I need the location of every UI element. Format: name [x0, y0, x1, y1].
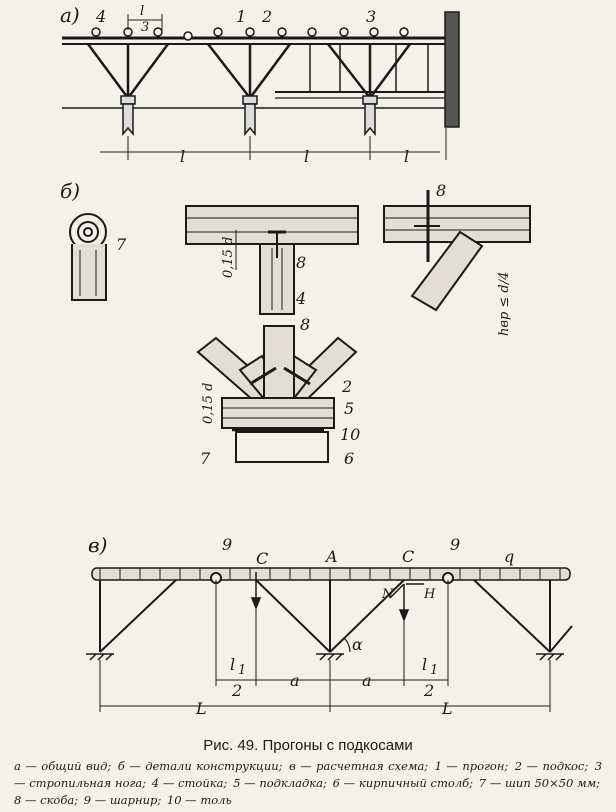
point-c-right: C: [402, 547, 414, 566]
part-label-8b: 8: [436, 181, 446, 200]
dim-l1-left-den: 2: [231, 681, 242, 700]
part-label-10: 10: [340, 425, 360, 444]
dim-015d-b: 0,15 d: [201, 383, 216, 424]
part-label-1: 1: [236, 7, 246, 26]
part-label-6: 6: [344, 449, 354, 468]
part-label-7b: 7: [200, 449, 211, 468]
dim-L-right: L: [441, 699, 453, 718]
dim-l1-right-sub: 1: [430, 663, 438, 678]
dim-span-l-1: l: [180, 147, 185, 166]
part-label-5: 5: [344, 399, 354, 418]
caption-title: Рис. 49. Прогоны с подкосами: [203, 737, 413, 754]
part-label-9b: 9: [450, 535, 460, 554]
dim-l1-right-num: l: [422, 655, 427, 674]
panel-label-v: в): [88, 533, 107, 557]
dim-l1-left-sub: 1: [238, 663, 246, 678]
legend-item: 10 — толь: [166, 793, 232, 807]
dim-l-over-3-top: l: [140, 4, 144, 19]
panel-label-a: а): [60, 3, 80, 27]
dim-hvr: hвр ≤ d/4: [497, 272, 512, 336]
part-label-8c: 8: [300, 315, 310, 334]
legend-item: 9 — шарнир;: [83, 793, 162, 807]
legend-item: 7 — шип 50×50 мм;: [478, 776, 601, 790]
dim-span-l-3: l: [404, 147, 409, 166]
legend-item: 5 — подкладка;: [233, 776, 327, 790]
load-q: q: [504, 547, 514, 566]
caption-legend: а — общий вид; б — детали конструкции; в…: [0, 756, 616, 809]
dim-a-left: a: [290, 671, 300, 690]
part-label-2a: 2: [261, 7, 272, 26]
dim-L-left: L: [195, 699, 207, 718]
legend-item: 4 — стойка;: [151, 776, 228, 790]
panel-label-b: б): [60, 179, 80, 203]
panel-a-general-view: [62, 11, 460, 160]
point-c-left: C: [256, 549, 268, 568]
part-label-3: 3: [366, 7, 376, 26]
legend-item: 6 — кирпичный столб;: [332, 776, 474, 790]
legend-item: 2 — подкос;: [514, 759, 589, 773]
figure-drawing: а) 4 l 3 1 2 3 l l l б) 7 8 4 8 0,15 d h…: [60, 3, 573, 718]
angle-alpha: α: [352, 635, 363, 654]
point-a: A: [324, 547, 338, 566]
point-n: N: [381, 587, 394, 602]
panel-v-design-scheme: [86, 567, 573, 712]
dim-l-over-3-bottom: 3: [141, 20, 149, 35]
point-h: H: [423, 587, 436, 602]
legend-item: 8 — скоба;: [14, 793, 79, 807]
dim-015d-a: 0,15 d: [221, 237, 236, 278]
legend-item: 3 — стропильная нога;: [14, 759, 603, 790]
dim-l1-left-num: l: [230, 655, 235, 674]
dim-span-l-2: l: [304, 147, 309, 166]
legend-item: б — детали конструкции;: [117, 759, 283, 773]
part-label-9a: 9: [222, 535, 232, 554]
part-label-7a: 7: [116, 235, 127, 254]
legend-item: в — расчетная схема;: [289, 759, 429, 773]
part-label-8a: 8: [296, 253, 306, 272]
figure-caption: Рис. 49. Прогоны с подкосами а — общий в…: [0, 736, 616, 812]
legend-item: а — общий вид;: [14, 759, 112, 773]
panel-b-details: [69, 190, 531, 463]
dim-a-right: a: [362, 671, 372, 690]
dim-l1-right-den: 2: [423, 681, 434, 700]
part-label-4a: 4: [95, 7, 106, 26]
part-label-2b: 2: [341, 377, 352, 396]
legend-item: 1 — прогон;: [434, 759, 509, 773]
part-label-4b: 4: [295, 289, 306, 308]
